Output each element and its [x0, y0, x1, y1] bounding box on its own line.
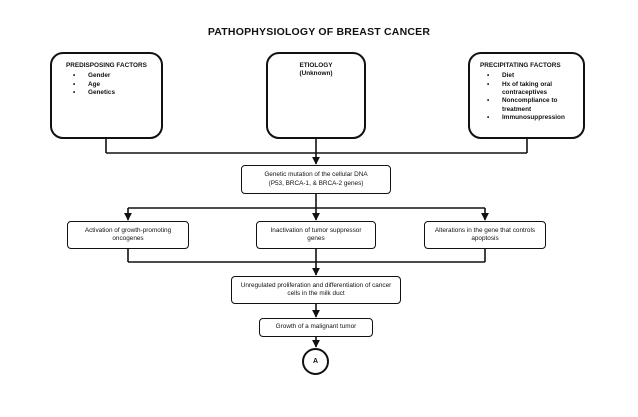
etiology-box: ETIOLOGY (Unknown) [266, 52, 366, 139]
list-item: Noncompliance to treatment [480, 97, 579, 114]
alterations-apoptosis-box: Alterations in the gene that controls ap… [424, 221, 546, 249]
diagram-title: PATHOPHYSIOLOGY OF BREAST CANCER [207, 26, 431, 38]
predisposing-list: Gender Age Genetics [66, 72, 155, 97]
connector-label: A [312, 358, 319, 365]
list-item: Immunosuppression [480, 114, 579, 123]
mutation-line-1: Genetic mutation of the cellular DNA [264, 171, 368, 179]
list-item: Genetics [66, 89, 155, 98]
list-item: Age [66, 81, 155, 90]
etiology-subheading: (Unknown) [299, 70, 333, 78]
proliferation-label: Unregulated proliferation and differenti… [240, 281, 392, 297]
list-item: Diet [480, 72, 579, 81]
unregulated-proliferation-box: Unregulated proliferation and differenti… [231, 276, 401, 304]
inactivation-suppressor-box: Inactivation of tumor suppressor genes [256, 221, 376, 249]
predisposing-heading: PREDISPOSING FACTORS [66, 62, 147, 69]
predisposing-factors-box: PREDISPOSING FACTORS Gender Age Genetics [50, 52, 163, 139]
list-item: Hx of taking oral contraceptives [480, 81, 579, 98]
precipitating-heading: PRECIPITATING FACTORS [480, 62, 561, 69]
off-page-connector: A [302, 348, 329, 375]
precipitating-list: Diet Hx of taking oral contraceptives No… [480, 72, 579, 122]
mutation-line-2: (P53, BRCA-1, & BRCA-2 genes) [268, 179, 364, 187]
alterations-label: Alterations in the gene that controls ap… [434, 226, 536, 242]
list-item: Gender [66, 72, 155, 81]
malignant-tumor-box: Growth of a malignant tumor [259, 318, 373, 337]
activation-label: Activation of growth-promoting oncogenes [84, 226, 172, 242]
genetic-mutation-box: Genetic mutation of the cellular DNA (P5… [241, 165, 391, 194]
growth-label: Growth of a malignant tumor [275, 323, 357, 331]
precipitating-factors-box: PRECIPITATING FACTORS Diet Hx of taking … [468, 52, 585, 139]
inactivation-label: Inactivation of tumor suppressor genes [270, 226, 362, 242]
activation-oncogenes-box: Activation of growth-promoting oncogenes [67, 221, 189, 249]
etiology-heading: ETIOLOGY [299, 62, 333, 69]
